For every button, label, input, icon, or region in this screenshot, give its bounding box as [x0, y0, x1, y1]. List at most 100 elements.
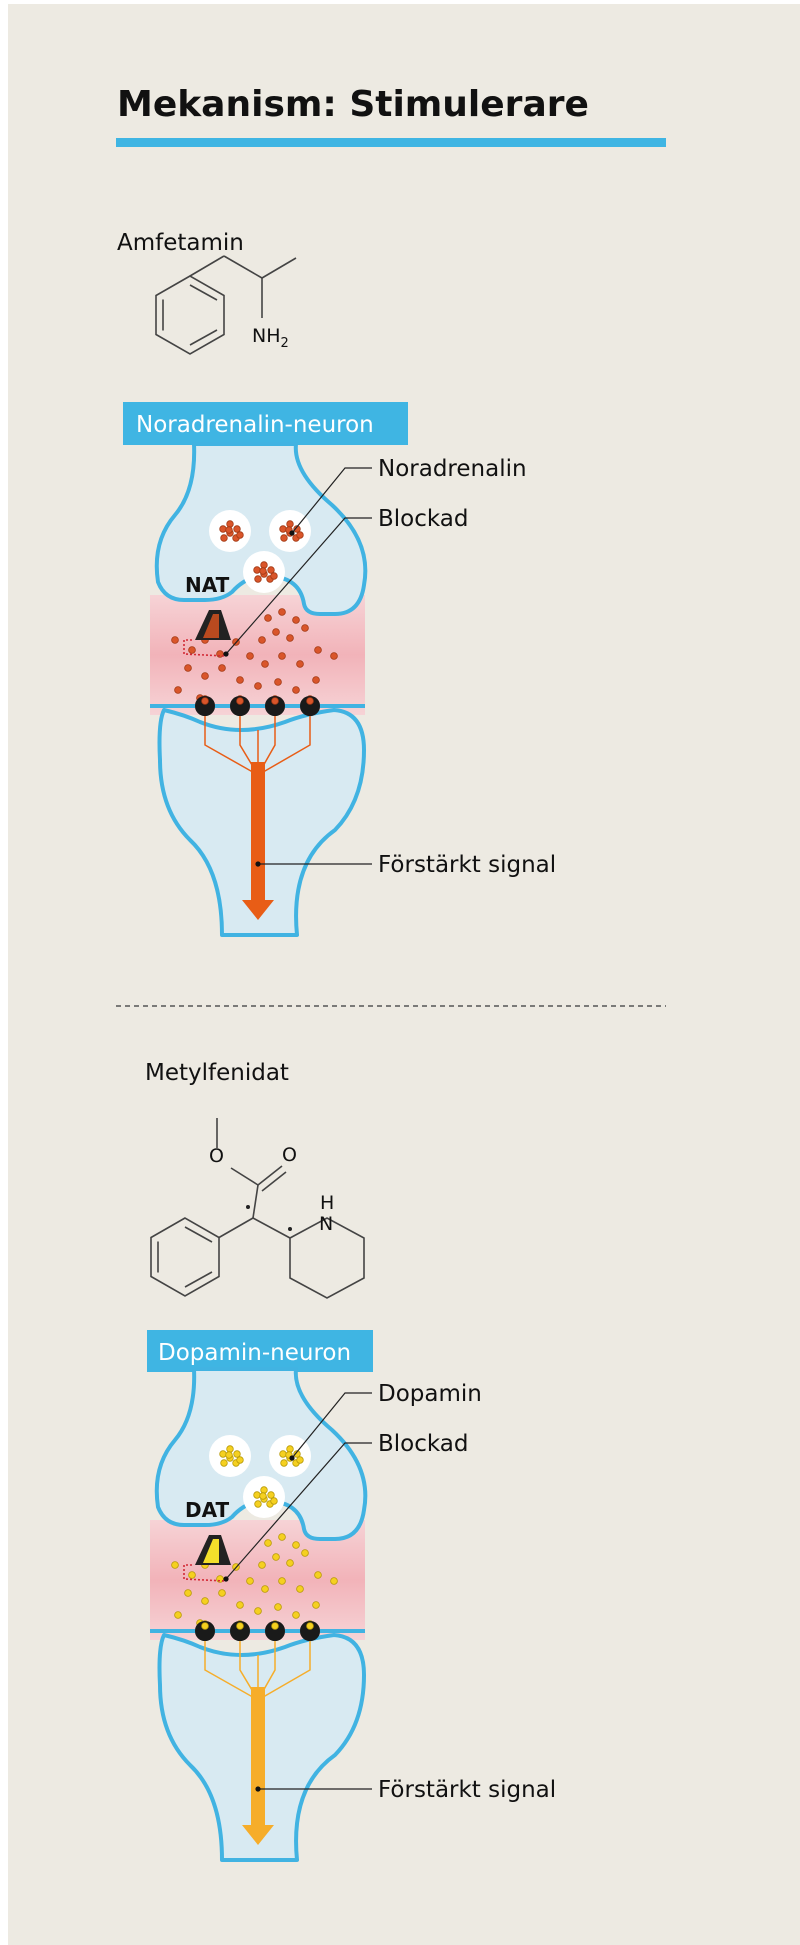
label-blocked: Blockad: [378, 506, 469, 532]
neurotransmitter-molecule: [184, 664, 192, 672]
transporter-core: [203, 614, 219, 638]
neurotransmitter-molecule: [301, 1549, 309, 1557]
neurotransmitter-molecule: [296, 1456, 304, 1464]
label-neurotransmitter: Noradrenalin: [378, 456, 527, 482]
neurotransmitter-molecule: [233, 525, 241, 533]
receptor-head: [195, 1621, 215, 1641]
signal-branch: [257, 1637, 311, 1701]
neurotransmitter-molecule: [292, 616, 300, 624]
neurotransmitter-molecule: [301, 624, 309, 632]
leader-neurotransmitter: [291, 467, 372, 534]
neurotransmitter-molecule: [246, 652, 254, 660]
neurotransmitter-molecule: [286, 634, 294, 642]
leader-blocked: [225, 517, 372, 655]
methylphenidate-structure: [150, 1118, 365, 1299]
neurotransmitter-molecule: [286, 520, 294, 528]
oxygen-atom-ester: O: [209, 1145, 224, 1167]
neurotransmitter-molecule: [219, 525, 227, 533]
transporter-label: DAT: [185, 1498, 230, 1522]
amphetamine-section: Amfetamin NH2 Noradrenalin-neuron NAT Nor…: [117, 230, 556, 937]
signal-branch: [204, 712, 259, 776]
receptor-head: [230, 1621, 250, 1641]
signal-arrow-head: [242, 1825, 274, 1845]
leader-dot: [255, 861, 261, 867]
vesicle: [269, 510, 311, 552]
neurotransmitter-molecule: [296, 531, 304, 539]
transporter-core: [203, 1539, 219, 1563]
neurotransmitter-molecule: [236, 1601, 244, 1609]
neurotransmitter-molecule: [261, 660, 269, 668]
receptor-head: [300, 1621, 320, 1641]
neurotransmitter-molecule: [330, 652, 338, 660]
hydrogen-atom: H: [320, 1192, 334, 1214]
neurotransmitter-molecule: [254, 1607, 262, 1615]
blocked-reuptake-path: [183, 639, 226, 657]
neurotransmitter-molecule: [274, 1603, 282, 1611]
neurotransmitter-molecule: [225, 526, 233, 534]
neurotransmitter-molecule: [280, 534, 288, 542]
amine-group: NH2: [252, 325, 289, 351]
neurotransmitter-molecule: [264, 1539, 272, 1547]
neurotransmitter-molecule: [201, 1597, 209, 1605]
label-amplified-signal: Förstärkt signal: [378, 852, 556, 878]
neuron-badge-label: Noradrenalin-neuron: [136, 412, 374, 438]
neurotransmitter-molecule: [312, 1601, 320, 1609]
blocked-reuptake-path: [183, 1564, 226, 1582]
neurotransmitter-molecule: [254, 1500, 262, 1508]
leader-neurotransmitter: [291, 1392, 372, 1459]
leader-dot: [289, 530, 295, 536]
methylphenidate-section: Metylfenidat O O H N Dopamin-neuron DATD…: [145, 1060, 556, 1862]
neurotransmitter-molecule: [261, 1585, 269, 1593]
neurotransmitter-molecule: [330, 1577, 338, 1585]
signal-arrow-shaft: [251, 762, 265, 902]
neurotransmitter-molecule: [280, 1459, 288, 1467]
neurotransmitter-molecule: [278, 652, 286, 660]
neurotransmitter-molecule: [278, 1533, 286, 1541]
leader-lines: [225, 1392, 372, 1790]
page-title: Mekanism: Stimulerare: [117, 84, 589, 125]
neurotransmitter-molecule: [258, 636, 266, 644]
neurotransmitter-molecule: [225, 1451, 233, 1459]
leader-dot: [223, 651, 229, 657]
neurotransmitter-molecule: [272, 628, 280, 636]
transporter-label: NAT: [185, 573, 230, 597]
neurotransmitter-molecule: [292, 686, 300, 694]
neurotransmitter-molecule: [226, 1445, 234, 1453]
neurotransmitter-molecule: [171, 636, 179, 644]
neurotransmitter-molecule: [296, 1585, 304, 1593]
neurotransmitter-molecule: [254, 682, 262, 690]
bound-neurotransmitter: [236, 1622, 244, 1630]
nitrogen-atom: N: [319, 1213, 333, 1235]
label-neurotransmitter: Dopamin: [378, 1381, 482, 1407]
label-amplified-signal: Förstärkt signal: [378, 1777, 556, 1803]
neurotransmitter-molecule: [260, 561, 268, 569]
bound-neurotransmitter: [201, 1622, 209, 1630]
neurotransmitter-molecule: [171, 1561, 179, 1569]
neurotransmitter-molecule: [272, 1553, 280, 1561]
neurotransmitter-molecule: [293, 525, 301, 533]
neurotransmitter-molecule: [279, 1450, 287, 1458]
bound-neurotransmitter: [201, 697, 209, 705]
bound-neurotransmitter: [306, 697, 314, 705]
neurotransmitter-molecule: [259, 567, 267, 575]
neurotransmitter-molecule: [270, 572, 278, 580]
neurotransmitter-molecule: [253, 1491, 261, 1499]
neurotransmitter-molecule: [218, 664, 226, 672]
neurotransmitter-molecule: [188, 1571, 196, 1579]
signal-arrow-shaft: [251, 1687, 265, 1827]
neurotransmitter-molecule: [236, 1456, 244, 1464]
compound-name-metylfenidat: Metylfenidat: [145, 1060, 289, 1086]
compound-name-amfetamin: Amfetamin: [117, 230, 244, 256]
neurotransmitter-molecule: [246, 1577, 254, 1585]
signal-arrow-head: [242, 900, 274, 920]
leader-dot: [223, 1576, 229, 1582]
neurotransmitter-molecule: [278, 1577, 286, 1585]
amphetamine-structure: [155, 255, 297, 355]
neurotransmitter-molecule: [258, 1561, 266, 1569]
neurotransmitter-molecule: [274, 678, 282, 686]
leader-dot: [289, 1455, 295, 1461]
vesicle: [269, 1435, 311, 1477]
bound-neurotransmitter: [236, 697, 244, 705]
